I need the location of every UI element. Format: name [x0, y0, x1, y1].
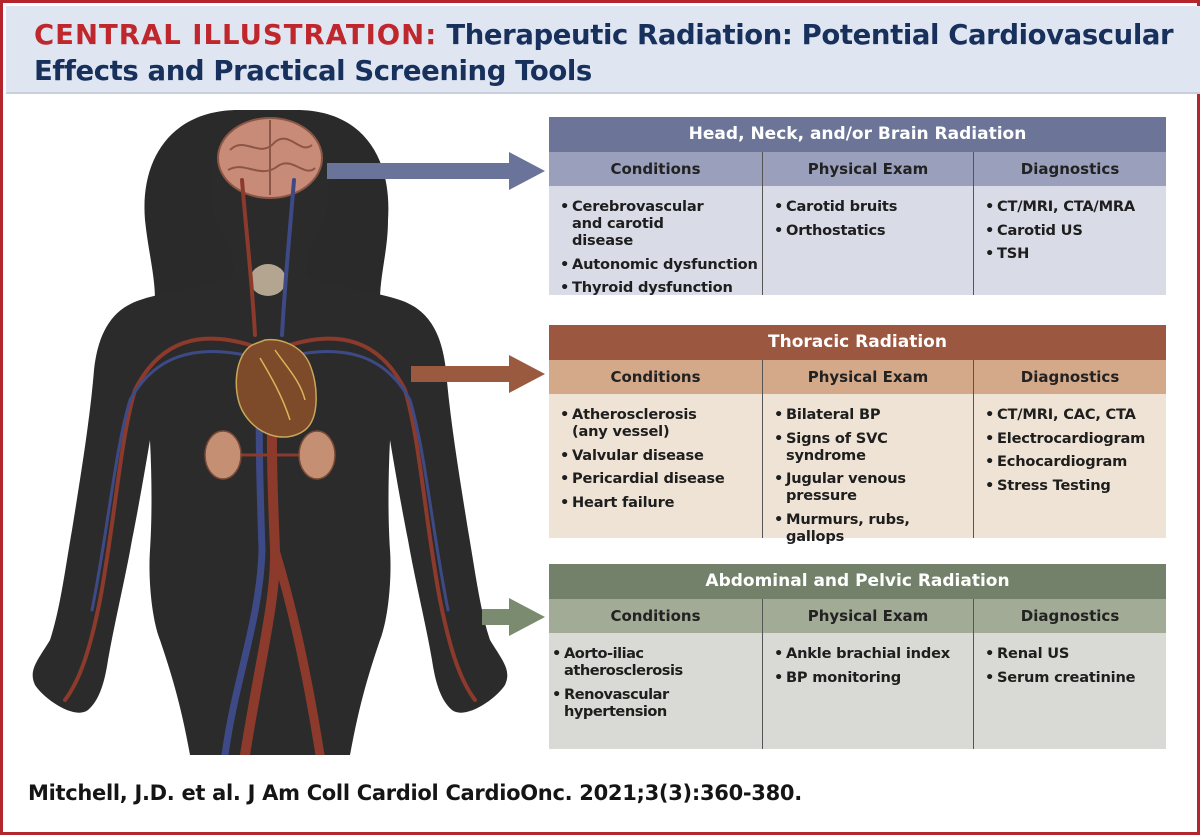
list-item: Electrocardiogram [984, 430, 1162, 447]
column-physical-exam: Carotid bruits Orthostatics [762, 186, 973, 295]
panel-head-neck-brain: Head, Neck, and/or Brain Radiation Condi… [549, 117, 1166, 296]
column-header-physical-exam: Physical Exam [762, 152, 973, 186]
list-item: Atherosclerosis (any vessel) [559, 406, 697, 440]
heart-vessels [259, 349, 306, 421]
list-item: CT/MRI, CTA/MRA [984, 198, 1162, 215]
kidney-left [204, 430, 242, 480]
column-diagnostics: CT/MRI, CAC, CTA Electrocardiogram Echoc… [973, 394, 1166, 538]
kidney-right [298, 430, 336, 480]
panel-thoracic: Thoracic Radiation Conditions Physical E… [549, 325, 1166, 545]
list-item: BP monitoring [773, 669, 969, 686]
column-header-conditions: Conditions [610, 368, 701, 386]
citation: Mitchell, J.D. et al. J Am Coll Cardiol … [28, 781, 802, 805]
panel-body: Atherosclerosis (any vessel) Valvular di… [549, 394, 1166, 545]
column-conditions: Aorto-iliac atherosclerosis Renovascular… [549, 633, 762, 749]
column-header-physical-exam: Physical Exam [762, 360, 973, 394]
list-item: Ankle brachial index [773, 645, 969, 662]
column-header-physical-exam: Physical Exam [762, 599, 973, 633]
column-diagnostics: CT/MRI, CTA/MRA Carotid US TSH [973, 186, 1166, 295]
arm-artery-right [288, 336, 477, 702]
list-item: Renovascular hypertension [551, 686, 758, 720]
list-item: Renal US [984, 645, 1162, 662]
panel-column-headers: Conditions Physical Exam Diagnostics [549, 599, 1166, 633]
column-header-diagnostics: Diagnostics [973, 360, 1166, 394]
column-header-conditions: Conditions [610, 160, 701, 178]
column-conditions: Atherosclerosis (any vessel) Valvular di… [549, 394, 762, 538]
list-item: Heart failure [559, 494, 758, 511]
panel-column-headers: Conditions Physical Exam Diagnostics [549, 152, 1166, 186]
column-header-conditions: Conditions [610, 607, 701, 625]
arrow-thoracic-panel [411, 355, 545, 393]
figure-title: CENTRAL ILLUSTRATION: Therapeutic Radiat… [34, 17, 1184, 89]
panel-title: Thoracic Radiation [549, 325, 1166, 360]
panel-body: Cerebrovascular and carotid disease Auto… [549, 186, 1166, 296]
arrow-head-panel [327, 152, 545, 190]
list-item: Murmurs, rubs, gallops [773, 511, 969, 545]
list-item: Jugular venous pressure [773, 470, 969, 504]
panel-abdominal-pelvic: Abdominal and Pelvic Radiation Condition… [549, 564, 1166, 749]
brain-folds [227, 120, 316, 195]
column-physical-exam: Ankle brachial index BP monitoring [762, 633, 973, 749]
list-item: Cerebrovascular and carotid disease [559, 198, 722, 249]
title-rest: Therapeutic Radiation: Potential Cardiov… [34, 19, 1174, 87]
arm-vein-left [90, 349, 247, 612]
list-item: TSH [984, 245, 1162, 262]
list-item: Stress Testing [984, 477, 1162, 494]
panel-title: Abdominal and Pelvic Radiation [549, 564, 1166, 599]
list-item: Orthostatics [773, 222, 969, 239]
arm-artery-left [63, 336, 252, 702]
iliac-right [270, 545, 325, 755]
list-item: Pericardial disease [559, 470, 758, 487]
list-item: Echocardiogram [984, 453, 1162, 470]
list-item: Autonomic dysfunction [559, 256, 758, 273]
body-anatomy-illustration [32, 110, 508, 755]
column-diagnostics: Renal US Serum creatinine [973, 633, 1166, 749]
list-item: Thyroid dysfunction [559, 279, 758, 296]
list-item: Valvular disease [559, 447, 758, 464]
list-item: Bilateral BP [773, 406, 969, 423]
panel-title: Head, Neck, and/or Brain Radiation [549, 117, 1166, 152]
list-item: Serum creatinine [984, 669, 1162, 686]
list-item: Carotid US [984, 222, 1162, 239]
column-conditions: Cerebrovascular and carotid disease Auto… [549, 186, 762, 296]
panel-column-headers: Conditions Physical Exam Diagnostics [549, 360, 1166, 394]
column-header-diagnostics: Diagnostics [973, 152, 1166, 186]
thyroid [250, 264, 286, 296]
title-bar: CENTRAL ILLUSTRATION: Therapeutic Radiat… [6, 6, 1200, 94]
carotid-left [240, 178, 257, 337]
list-item: Signs of SVC syndrome [773, 430, 969, 464]
column-physical-exam: Bilateral BP Signs of SVC syndrome Jugul… [762, 394, 973, 545]
title-lead: CENTRAL ILLUSTRATION: [34, 19, 438, 51]
arm-vein-right [293, 349, 450, 612]
list-item: CT/MRI, CAC, CTA [984, 406, 1162, 423]
column-header-diagnostics: Diagnostics [973, 599, 1166, 633]
carotid-right [280, 178, 296, 337]
arrow-abdominal-panel [482, 598, 545, 636]
list-item: Carotid bruits [773, 198, 969, 215]
list-item: Aorto-iliac atherosclerosis [551, 645, 758, 679]
panel-body: Aorto-iliac atherosclerosis Renovascular… [549, 633, 1166, 749]
